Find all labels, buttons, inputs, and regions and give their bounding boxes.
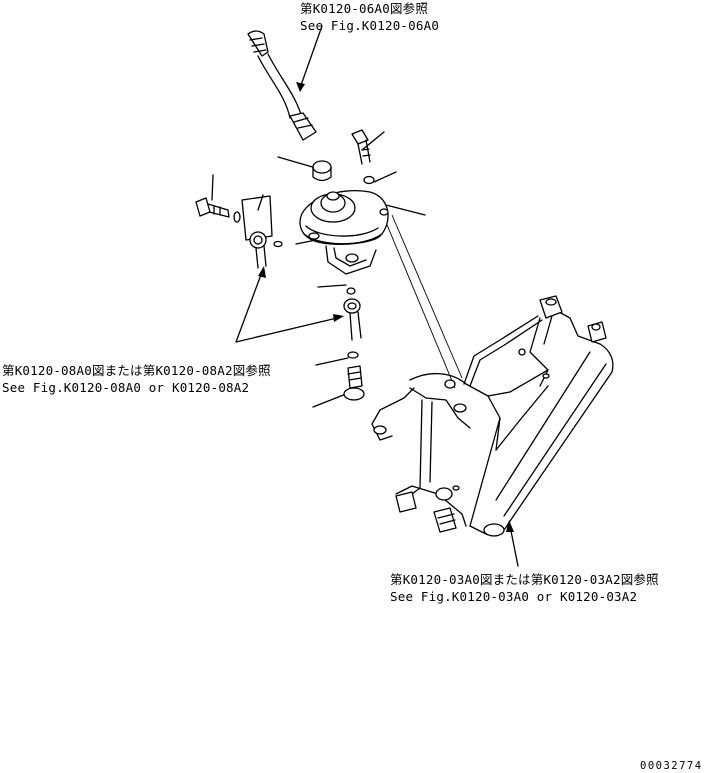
- hose-assembly: [247, 30, 317, 141]
- callout-frame-en: See Fig.K0120-03A0 or K0120-03A2: [390, 589, 638, 604]
- callout-fitting-reference: 第K0120-08A0図または第K0120-08A2図参照 See Fig.K0…: [2, 362, 271, 396]
- leader-lines: [211, 25, 519, 567]
- drawing-number: 00032774: [640, 760, 703, 772]
- callout-fitting-jp: 第K0120-08A0図または第K0120-08A2図参照: [2, 363, 271, 378]
- callout-frame-jp: 第K0120-03A0図または第K0120-03A2図参照: [390, 572, 659, 587]
- callout-hose-reference: 第K0120-06A0図参照 See Fig.K0120-06A0: [300, 0, 439, 34]
- control-frame: [371, 295, 614, 537]
- callout-hose-jp: 第K0120-06A0図参照: [300, 1, 429, 16]
- callout-fitting-en: See Fig.K0120-08A0 or K0120-08A2: [2, 380, 250, 395]
- callout-frame-reference: 第K0120-03A0図または第K0120-03A2図参照 See Fig.K0…: [390, 571, 659, 605]
- callout-hose-en: See Fig.K0120-06A0: [300, 18, 440, 33]
- valve-body: [295, 190, 389, 275]
- hardware-parts: [195, 129, 375, 401]
